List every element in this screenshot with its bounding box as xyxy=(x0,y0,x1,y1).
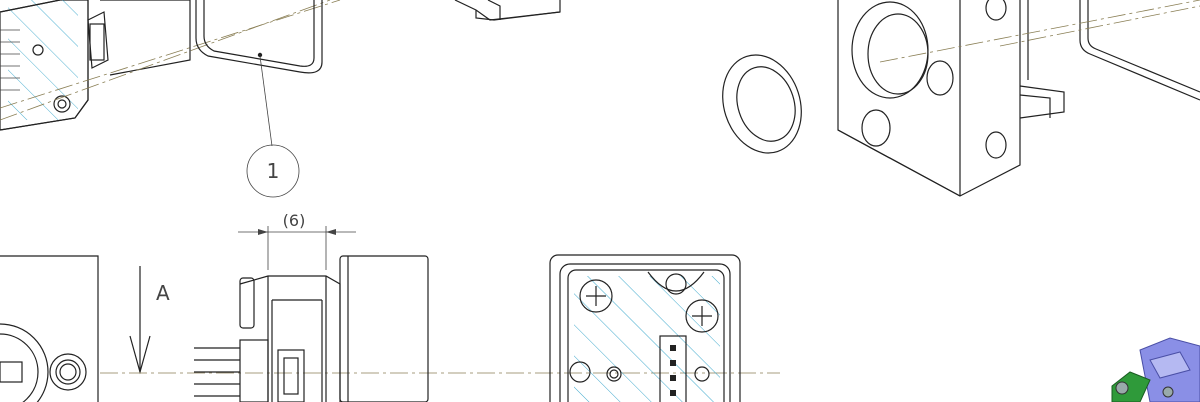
wire-clip-right xyxy=(1079,0,1200,101)
part-balloon: 1 xyxy=(246,144,300,198)
seal-ring xyxy=(722,54,802,154)
front-view-left xyxy=(0,255,99,402)
section-arrow: A xyxy=(129,266,170,375)
wire-clip-part xyxy=(195,0,323,74)
exploded-part-top-middle xyxy=(454,0,561,21)
section-label: A xyxy=(156,281,170,305)
housing-block xyxy=(837,0,1065,197)
exploded-connector-left xyxy=(0,0,191,131)
centerline-right-1 xyxy=(879,0,1200,63)
balloon-number: 1 xyxy=(267,159,280,183)
leader-line xyxy=(259,55,273,147)
side-view: (6) xyxy=(194,211,429,402)
centerline-left-lower xyxy=(0,0,341,109)
centerline-right-2 xyxy=(999,5,1200,47)
dimension-label: (6) xyxy=(283,211,306,230)
model-preview xyxy=(1111,337,1200,402)
front-section-view xyxy=(549,254,741,402)
centerline-left-upper xyxy=(0,0,331,121)
